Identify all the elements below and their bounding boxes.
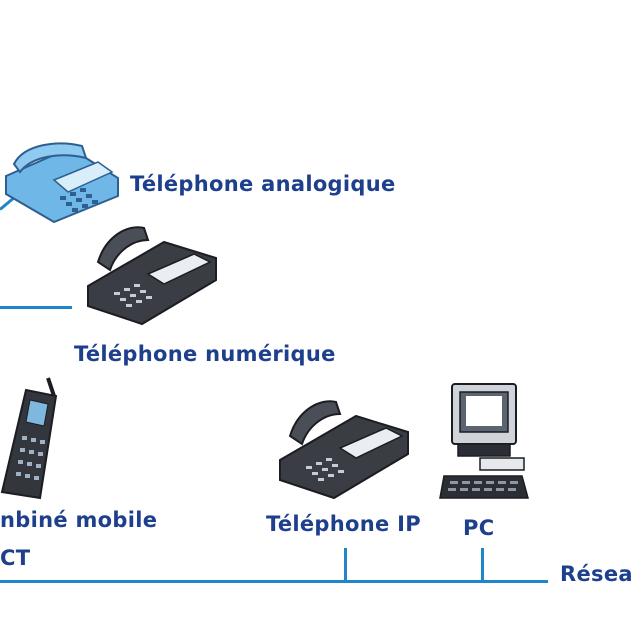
analog-phone-label: Téléphone analogique — [130, 172, 396, 196]
ip-phone-drop — [344, 548, 347, 582]
ip-phone-icon — [279, 400, 409, 500]
network-bus — [0, 580, 548, 583]
digital-phone-link — [0, 306, 72, 309]
digital-phone-icon — [87, 226, 217, 326]
pc-drop — [481, 548, 484, 582]
computer-icon — [439, 383, 529, 499]
mobile-handset-label: nbiné mobile — [0, 508, 158, 532]
desk-phone-icon — [5, 142, 119, 224]
network-label: Résea — [560, 562, 633, 586]
cordless-handset-icon — [0, 377, 58, 500]
dect-label: CT — [0, 546, 31, 570]
ip-phone-label: Téléphone IP — [266, 512, 421, 536]
digital-phone-label: Téléphone numérique — [74, 342, 336, 366]
pc-label: PC — [463, 516, 495, 540]
